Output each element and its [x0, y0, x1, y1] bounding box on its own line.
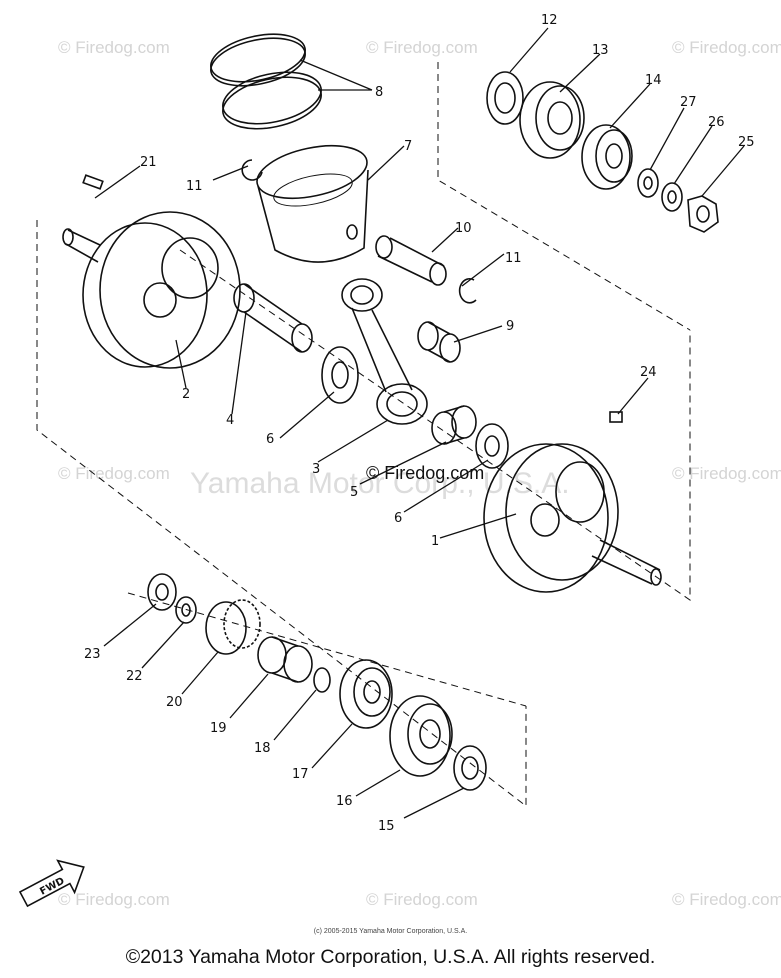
callout-label: 22	[126, 669, 143, 684]
callout-label: 15	[378, 819, 395, 834]
callout-label: 10	[455, 221, 472, 236]
callout-label: 19	[210, 721, 227, 736]
thrust-washer	[475, 423, 509, 469]
washer-22	[175, 596, 197, 624]
washer-23	[147, 573, 177, 611]
credit-line: (c) 2005-2015 Yamaha Motor Corporation, …	[313, 928, 468, 935]
callout-label: 12	[541, 13, 558, 28]
woodruff-key	[82, 174, 104, 190]
watermark: © Firedog.com	[58, 890, 170, 909]
callout-label: 24	[640, 365, 657, 380]
watermark: © Firedog.com	[672, 890, 781, 909]
callout-label: 6	[394, 511, 402, 526]
fwd-label: FWD	[38, 876, 66, 898]
leader-lines	[94, 27, 745, 819]
washer-26	[661, 182, 683, 212]
piston	[256, 144, 369, 263]
callout-label: 21	[140, 155, 157, 170]
fwd-arrow-icon: FWD	[18, 859, 85, 908]
nut-25	[687, 195, 719, 233]
circlip	[458, 277, 477, 304]
callout-label: 7	[404, 139, 412, 154]
callout-label: 26	[708, 115, 725, 130]
callout-label: 20	[166, 695, 183, 710]
watermark: © Firedog.com	[366, 38, 478, 57]
callout-label: 14	[645, 73, 662, 88]
piston-pin	[375, 235, 447, 286]
callout-label: 18	[254, 741, 271, 756]
center-watermark-mark: © Firedog.com	[366, 463, 485, 483]
callout-label: 2	[182, 387, 190, 402]
bearing-13	[519, 81, 585, 159]
bearing-17	[339, 659, 393, 729]
piston-rings	[210, 33, 322, 130]
thrust-washer	[321, 346, 359, 404]
copyright-footer: ©2013 Yamaha Motor Corporation, U.S.A. A…	[125, 946, 656, 968]
oil-seal-12	[486, 71, 524, 125]
crank-wheel-left	[62, 211, 241, 369]
watermark: © Firedog.com	[366, 890, 478, 909]
watermark: © Firedog.com	[672, 464, 781, 483]
crank-pin	[233, 283, 313, 353]
callout-label: 9	[506, 319, 514, 334]
assembly-guide-lines	[36, 62, 691, 808]
big-end-bearing	[431, 405, 477, 445]
spacer-19	[257, 636, 313, 683]
callout-label: 17	[292, 767, 309, 782]
callout-label: 6	[266, 432, 274, 447]
circlip	[241, 159, 263, 181]
watermark: © Firedog.com	[672, 38, 781, 57]
callout-label: 27	[680, 95, 697, 110]
watermark: © Firedog.com	[58, 38, 170, 57]
callout-label: 8	[375, 85, 383, 100]
connecting-rod	[341, 278, 428, 425]
callout-label: 5	[350, 485, 358, 500]
callout-label: 25	[738, 135, 755, 150]
callout-label: 16	[336, 794, 353, 809]
callout-label: 11	[505, 251, 522, 266]
bearing-16	[389, 695, 453, 777]
callout-label: 3	[312, 462, 320, 477]
gear-20	[205, 599, 261, 655]
callout-label: 23	[84, 647, 101, 662]
washer-27	[637, 168, 659, 198]
callout-label: 4	[226, 413, 234, 428]
callout-label: 13	[592, 43, 609, 58]
watermark: © Firedog.com	[58, 464, 170, 483]
small-key	[609, 411, 623, 423]
small-end-bearing	[417, 321, 461, 363]
callout-label: 1	[431, 534, 439, 549]
circlip-18	[313, 667, 331, 693]
oil-seal-15	[453, 745, 487, 791]
crank-wheel-right	[483, 443, 662, 593]
callout-label: 11	[186, 179, 203, 194]
bearing-14	[581, 124, 633, 190]
watermark-center: Yamaha Motor Corp., U.S.A.	[190, 467, 570, 500]
